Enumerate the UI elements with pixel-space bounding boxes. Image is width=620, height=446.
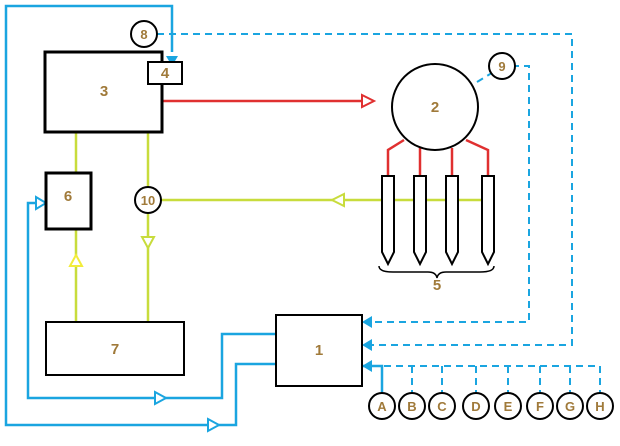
- green-arrowhead-down: [140, 236, 156, 251]
- component-4: 4: [147, 61, 183, 85]
- component-9-label: 9: [498, 59, 505, 74]
- component-3: 3: [43, 50, 164, 134]
- input-A: A: [368, 392, 396, 420]
- input-B-label: B: [407, 399, 416, 414]
- component-5-probes: [381, 175, 495, 267]
- input-C: C: [428, 392, 456, 420]
- component-10: 10: [134, 186, 162, 214]
- component-8-label: 8: [140, 27, 147, 42]
- component-6: 6: [44, 171, 93, 231]
- input-B: B: [398, 392, 426, 420]
- component-1-label: 1: [315, 342, 323, 359]
- input-E: E: [494, 392, 522, 420]
- component-8: 8: [130, 20, 158, 48]
- component-10-label: 10: [141, 193, 155, 208]
- blue-signal-lines: [4, 4, 384, 427]
- input-D: D: [462, 392, 490, 420]
- blue-dashed-lines: [157, 33, 601, 392]
- component-4-label: 4: [161, 65, 170, 82]
- red-lines: [162, 99, 490, 176]
- component-7: 7: [45, 321, 185, 376]
- component-9: 9: [488, 52, 516, 80]
- input-G: G: [556, 392, 584, 420]
- component-5-brace: [378, 265, 495, 279]
- component-2-label: 2: [431, 99, 439, 116]
- input-A-label: A: [377, 399, 387, 414]
- green-lines: [74, 132, 492, 322]
- green-arrowhead-left: [329, 192, 345, 208]
- component-5-label: 5: [433, 277, 441, 294]
- component-6-label: 6: [64, 188, 72, 205]
- component-2: 2: [391, 63, 479, 151]
- red-arrowhead: [361, 93, 377, 109]
- input-F-label: F: [536, 399, 544, 414]
- component-7-label: 7: [111, 341, 119, 358]
- input-C-label: C: [437, 399, 447, 414]
- input-H-label: H: [595, 399, 604, 414]
- input-H: H: [586, 392, 614, 420]
- input-F: F: [526, 392, 554, 420]
- input-D-label: D: [471, 399, 480, 414]
- yellow-arrowhead-up: [68, 252, 84, 267]
- input-E-label: E: [504, 399, 513, 414]
- component-1: 1: [275, 314, 363, 387]
- input-G-label: G: [565, 399, 575, 414]
- component-3-label: 3: [100, 83, 108, 100]
